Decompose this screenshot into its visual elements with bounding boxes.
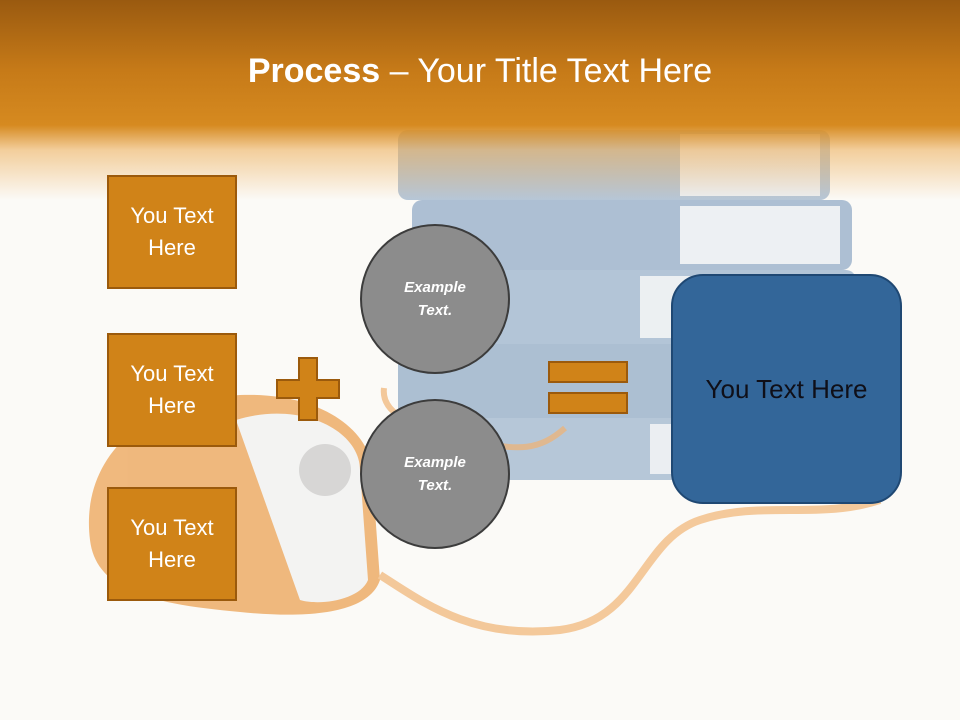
text-box-1-line1: You Text (130, 203, 214, 228)
example-circle-1-line2: Text. (417, 302, 453, 319)
example-circle-2-line1: Example (404, 454, 466, 471)
text-box-3-line2: Here (148, 547, 196, 572)
plus-icon (276, 357, 340, 421)
title-rest: – Your Title Text Here (380, 52, 713, 90)
text-box-3-line1: You Text (130, 515, 214, 540)
example-circle-1-line1: Example (404, 279, 466, 296)
text-box-2-line2: Here (148, 393, 196, 418)
text-box-2-line1: You Text (130, 361, 214, 386)
result-box-label: You Text Here (705, 373, 868, 404)
slide-title: Process – Your Title Text Here (0, 52, 960, 91)
result-box: You Text Here (671, 274, 902, 504)
title-bar (0, 0, 960, 200)
text-box-1-line2: Here (148, 235, 196, 260)
title-bold: Process (247, 52, 381, 90)
equals-icon (548, 361, 628, 414)
example-circle-2-line2: Text. (417, 477, 453, 494)
